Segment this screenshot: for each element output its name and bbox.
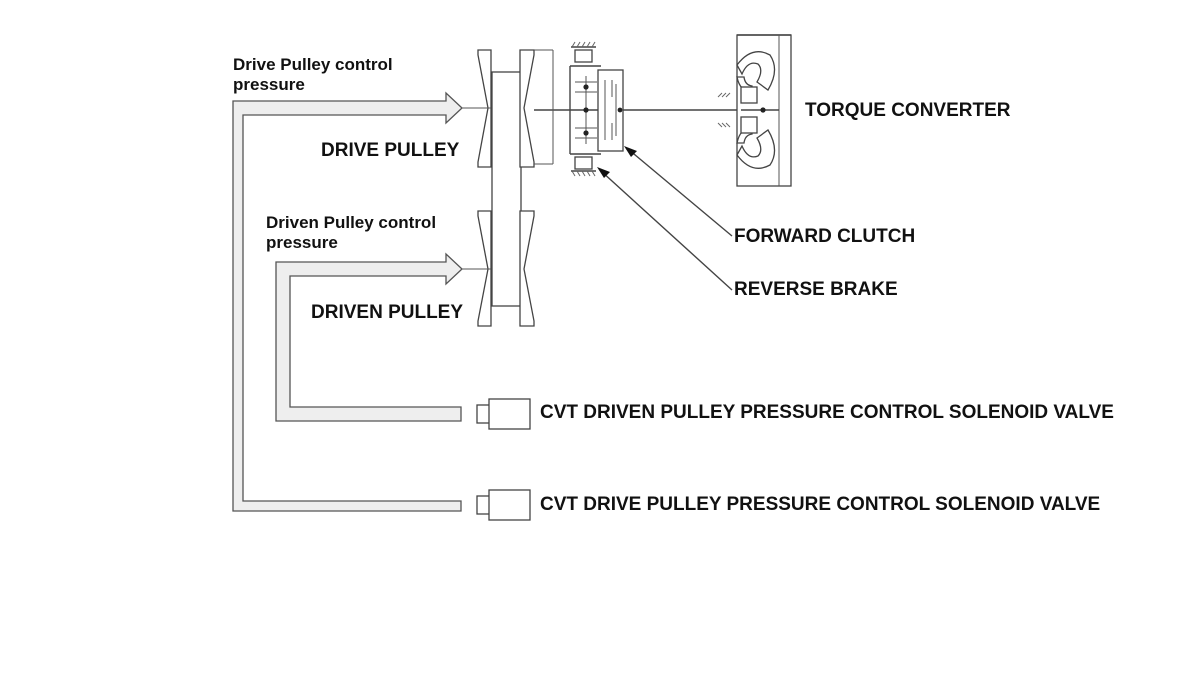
driven-pulley-pressure-line	[275, 252, 463, 422]
drive-pulley	[462, 49, 535, 168]
drive-pulley-pressure-label-line1: Drive Pulley control	[233, 55, 393, 74]
driven-solenoid-valve	[476, 398, 531, 430]
driven-pulley-pressure-label-line1: Driven Pulley control	[266, 213, 436, 232]
drive-belt	[491, 71, 522, 307]
drive-pulley-pressure-label-line2: pressure	[233, 75, 305, 94]
drive-solenoid-label: CVT DRIVE PULLEY PRESSURE CONTROL SOLENO…	[540, 494, 1100, 515]
driven-pulley-label: DRIVEN PULLEY	[311, 302, 463, 323]
drive-solenoid-valve	[476, 489, 531, 521]
torque-converter	[717, 34, 792, 187]
drive-pulley-pressure-line	[232, 91, 463, 512]
forward-clutch-label: FORWARD CLUTCH	[734, 226, 915, 247]
driven-pulley-pressure-label-line2: pressure	[266, 233, 338, 252]
driven-solenoid-label: CVT DRIVEN PULLEY PRESSURE CONTROL SOLEN…	[540, 402, 1114, 423]
reverse-brake-leader	[597, 167, 733, 291]
planetary-gear-set	[569, 41, 624, 177]
reverse-brake-label: REVERSE BRAKE	[734, 279, 898, 300]
forward-clutch-leader	[624, 146, 733, 237]
driven-pulley	[462, 210, 535, 327]
torque-converter-label: TORQUE CONVERTER	[805, 100, 1011, 121]
drive-pulley-label: DRIVE PULLEY	[321, 140, 460, 161]
